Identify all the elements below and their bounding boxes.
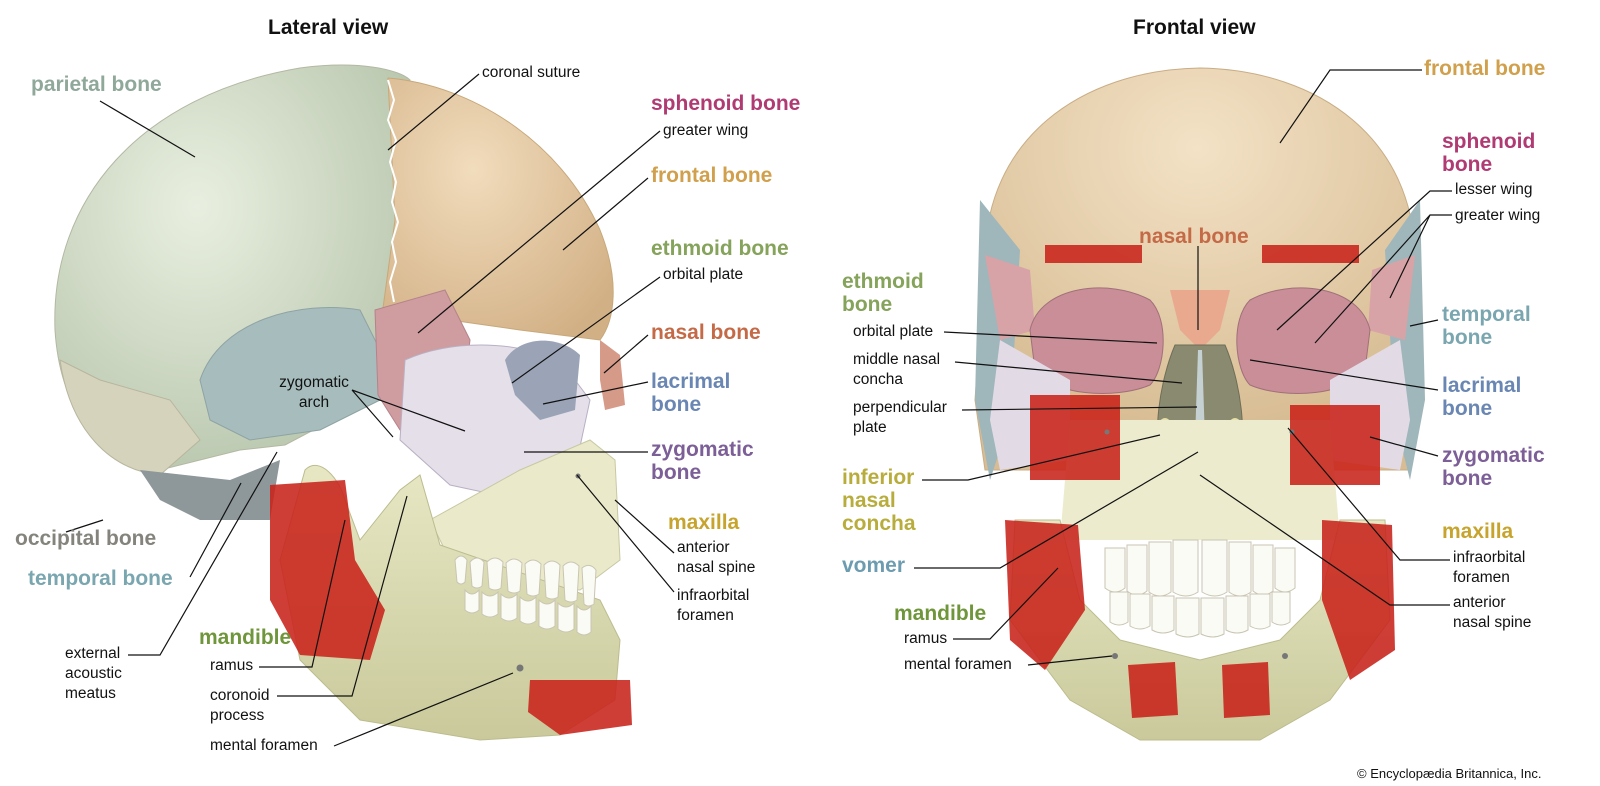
label-frontal-nasal-bone: nasal bone bbox=[1139, 225, 1249, 248]
label-frontal-mandible: mandible bbox=[894, 602, 987, 625]
lateral-temporal-region bbox=[199, 307, 386, 441]
label-anterior-nasal-spine: anterior nasal spine bbox=[677, 539, 756, 576]
label-frontal-maxilla: maxilla bbox=[1442, 520, 1514, 543]
label-mandible: mandible bbox=[199, 626, 292, 649]
label-ethmoid-bone: ethmoid bone bbox=[651, 237, 789, 260]
label-frontal-lacrimal-bone: lacrimal bone bbox=[1442, 374, 1522, 420]
label-lacrimal-bone: lacrimal bone bbox=[651, 370, 731, 416]
label-mental-foramen: mental foramen bbox=[210, 737, 318, 754]
lateral-nasal-region bbox=[600, 340, 625, 410]
lateral-view-title: Lateral view bbox=[268, 16, 389, 39]
frontal-nasal-bone bbox=[1170, 290, 1230, 350]
frontal-mandible bbox=[1009, 519, 1391, 741]
lateral-mandible-region bbox=[279, 464, 621, 741]
label-frontal-zygomatic-bone: zygomatic bone bbox=[1442, 444, 1545, 490]
label-nasal-bone: nasal bone bbox=[651, 321, 761, 344]
label-frontal-mental-foramen: mental foramen bbox=[904, 656, 1012, 673]
label-frontal-sphenoid-bone: sphenoid bone bbox=[1442, 130, 1536, 176]
label-temporal-bone: temporal bone bbox=[28, 567, 173, 590]
label-perpendicular-plate: perpendicular plate bbox=[853, 399, 947, 436]
label-sphenoid-bone: sphenoid bone bbox=[651, 92, 801, 115]
label-greater-wing: greater wing bbox=[663, 122, 749, 139]
frontal-red-overlays bbox=[1005, 245, 1395, 718]
lateral-occipital-region bbox=[59, 359, 201, 476]
label-frontal-orbital-plate: orbital plate bbox=[853, 323, 934, 340]
lateral-coronal-suture-line bbox=[386, 79, 400, 303]
label-frontal-anterior-nasal-spine: anterior nasal spine bbox=[1453, 594, 1532, 631]
frontal-right-orbit bbox=[1236, 287, 1371, 394]
lateral-teeth bbox=[454, 555, 597, 636]
label-frontal-greater-wing: greater wing bbox=[1455, 207, 1541, 224]
label-zygomatic-arch: zygomatic arch bbox=[279, 374, 349, 411]
label-infraorbital-foramen: infraorbital foramen bbox=[677, 587, 750, 624]
label-external-acoustic-meatus: external acoustic meatus bbox=[65, 645, 122, 702]
label-frontal-frontal-bone: frontal bone bbox=[1424, 57, 1546, 80]
label-frontal-bone: frontal bone bbox=[651, 164, 773, 187]
label-zygomatic-bone: zygomatic bone bbox=[651, 438, 754, 484]
label-frontal-infraorbital-foramen: infraorbital foramen bbox=[1453, 549, 1526, 586]
label-inferior-nasal-concha: inferior nasal concha bbox=[842, 466, 916, 535]
label-coronal-suture: coronal suture bbox=[482, 64, 581, 81]
lateral-frontal-region bbox=[379, 77, 614, 341]
label-frontal-temporal-bone: temporal bone bbox=[1442, 303, 1531, 349]
leader-lines bbox=[65, 69, 1452, 747]
lateral-red-overlays bbox=[270, 480, 632, 735]
label-occipital-bone: occipital bone bbox=[15, 527, 157, 550]
label-vomer: vomer bbox=[842, 554, 906, 577]
frontal-view-title: Frontal view bbox=[1133, 16, 1256, 39]
lateral-skull bbox=[54, 64, 632, 741]
label-lesser-wing: lesser wing bbox=[1455, 181, 1533, 198]
frontal-teeth bbox=[1104, 539, 1296, 638]
label-maxilla: maxilla bbox=[668, 511, 740, 534]
label-coronoid-process: coronoid process bbox=[210, 687, 270, 724]
label-parietal-bone: parietal bone bbox=[31, 73, 162, 96]
label-ramus: ramus bbox=[210, 657, 254, 674]
label-orbital-plate: orbital plate bbox=[663, 266, 744, 283]
copyright-notice: © Encyclopædia Britannica, Inc. bbox=[1357, 766, 1542, 781]
frontal-skull bbox=[974, 67, 1425, 741]
label-frontal-ramus: ramus bbox=[904, 630, 948, 647]
frontal-left-orbit bbox=[1029, 287, 1164, 394]
label-frontal-ethmoid-bone: ethmoid bone bbox=[842, 270, 924, 316]
label-middle-nasal-concha: middle nasal concha bbox=[853, 351, 941, 388]
